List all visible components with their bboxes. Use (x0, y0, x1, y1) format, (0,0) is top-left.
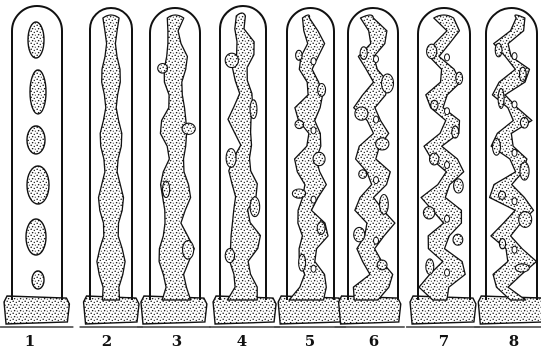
side-lobe-7 (299, 254, 306, 271)
oval-body-1 (28, 22, 44, 58)
panel-1 (0, 6, 73, 327)
panel-label-1: 1 (25, 332, 35, 350)
side-lobe-6 (380, 195, 389, 215)
stippled-base-8 (478, 296, 541, 324)
panel-3 (137, 8, 211, 327)
side-lobe-5 (430, 153, 439, 165)
panel-7 (406, 8, 480, 327)
vacuole-3 (374, 116, 379, 123)
side-lobe-9 (499, 239, 505, 249)
side-lobe-3 (355, 107, 368, 120)
side-lobe-5 (493, 139, 501, 156)
vacuole-3 (311, 127, 316, 134)
vacuole-1 (311, 58, 316, 65)
stippled-column-2 (97, 15, 125, 300)
side-lobe-5 (292, 189, 305, 198)
side-lobe-10 (515, 264, 529, 272)
vacuole-5 (512, 149, 517, 156)
vacuole-7 (374, 237, 379, 244)
vacuole-7 (512, 198, 517, 205)
vacuole-5 (311, 196, 316, 203)
side-lobe-1 (427, 44, 437, 58)
vacuole-9 (512, 246, 517, 253)
side-lobe-1 (225, 53, 238, 67)
panel-4 (209, 6, 280, 327)
side-lobe-4 (376, 138, 389, 150)
panel-label-6: 6 (369, 332, 379, 350)
stippled-column-7 (419, 15, 465, 300)
oval-body-2 (30, 70, 46, 114)
oval-body-6 (32, 271, 44, 289)
side-lobe-4 (520, 117, 528, 128)
side-lobe-9 (426, 259, 434, 274)
side-lobe-2 (519, 67, 526, 81)
vacuole-7 (445, 215, 450, 222)
side-lobe-2 (250, 100, 257, 119)
side-lobe-8 (453, 234, 463, 245)
vacuole-5 (374, 177, 379, 184)
side-lobe-7 (354, 227, 365, 241)
oval-body-3 (27, 126, 45, 154)
side-lobe-2 (182, 123, 195, 134)
panel-2 (80, 8, 143, 327)
side-lobe-2 (318, 84, 326, 97)
vacuole-3 (512, 101, 517, 108)
side-lobe-3 (431, 100, 438, 110)
side-lobe-2 (382, 74, 394, 93)
side-lobe-1 (495, 43, 502, 56)
side-lobe-3 (163, 181, 170, 197)
side-lobe-1 (296, 50, 303, 60)
stippled-base-1 (4, 296, 69, 324)
panel-5 (274, 8, 346, 327)
panel-8 (474, 8, 541, 327)
side-lobe-7 (423, 207, 434, 219)
side-lobe-7 (499, 191, 506, 199)
panel-label-2: 2 (102, 332, 112, 350)
vacuole-1 (445, 54, 450, 61)
side-lobe-4 (452, 126, 459, 138)
side-lobe-6 (454, 179, 464, 193)
vacuole-5 (445, 162, 450, 169)
side-lobe-8 (519, 212, 532, 228)
side-lobe-4 (250, 197, 260, 217)
side-lobe-8 (377, 260, 387, 270)
panel-label-4: 4 (237, 332, 247, 350)
panel-6 (335, 8, 405, 327)
side-lobe-3 (226, 149, 236, 168)
side-lobe-5 (359, 170, 367, 179)
side-lobe-3 (295, 120, 304, 128)
side-lobe-2 (456, 72, 463, 84)
vacuole-9 (445, 269, 450, 276)
panel-label-5: 5 (305, 332, 315, 350)
side-lobe-6 (317, 222, 325, 235)
panel-label-7: 7 (439, 332, 449, 350)
side-lobe-6 (520, 162, 529, 180)
panel-label-3: 3 (172, 332, 182, 350)
oval-body-5 (26, 219, 46, 255)
side-lobe-5 (225, 249, 234, 263)
vacuole-7 (311, 265, 316, 272)
vacuole-3 (445, 108, 450, 115)
oval-body-4 (27, 166, 49, 204)
side-lobe-4 (183, 241, 194, 259)
vacuole-1 (374, 56, 379, 63)
panel-label-8: 8 (509, 332, 519, 350)
side-lobe-1 (158, 64, 168, 74)
side-lobe-1 (360, 47, 367, 60)
side-lobe-4 (313, 152, 325, 165)
vacuole-1 (512, 53, 517, 60)
side-lobe-3 (498, 89, 504, 109)
